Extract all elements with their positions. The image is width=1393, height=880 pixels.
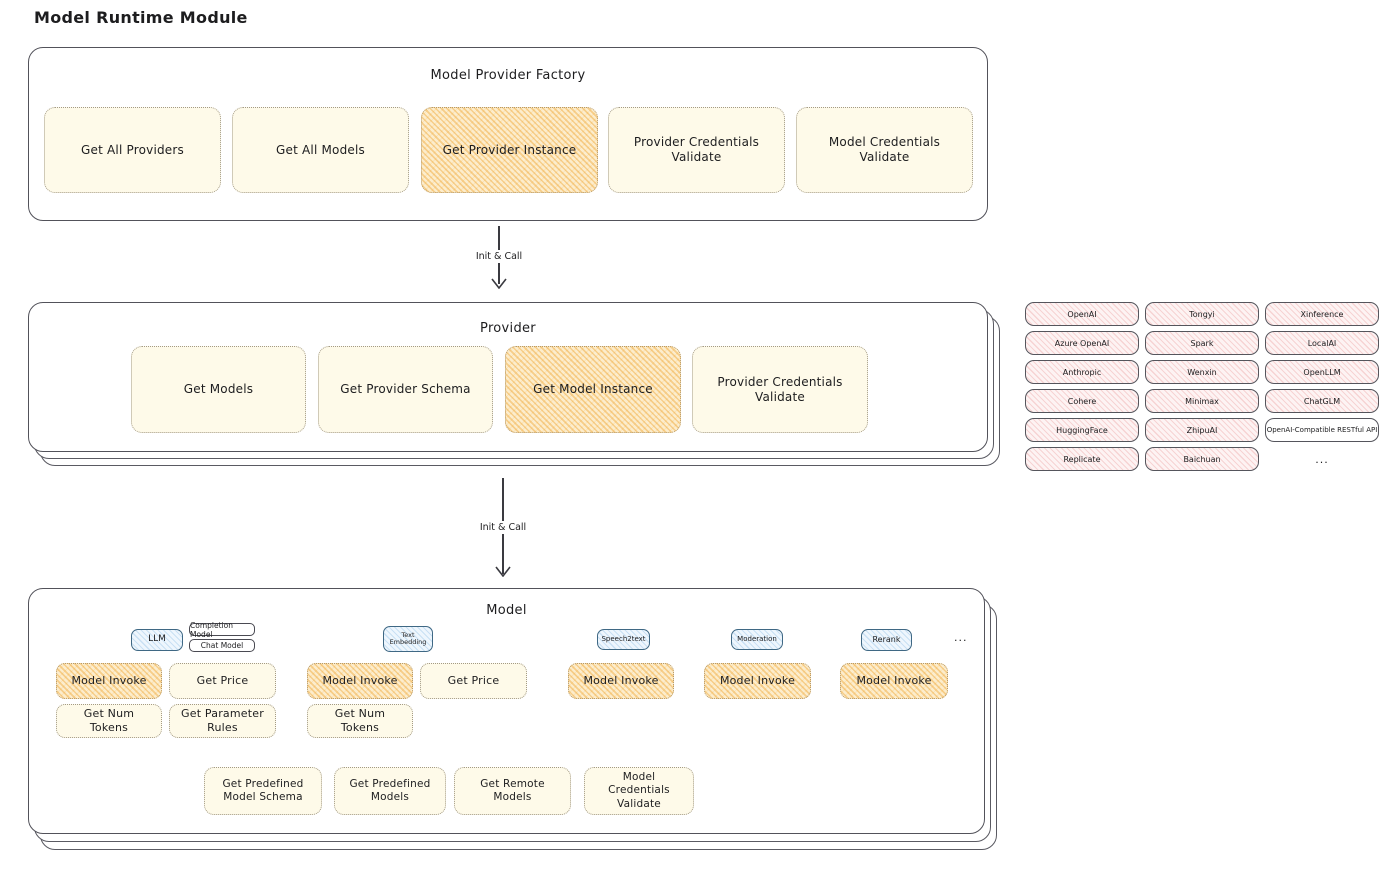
node-get-model-instance: Get Model Instance	[505, 346, 681, 433]
node-provider-credentials-validate-provider: Provider Credentials Validate	[692, 346, 868, 433]
model-section-title: Model	[486, 603, 527, 618]
chip-text-embedding: Text Embedding	[383, 626, 433, 652]
provider-item-openllm: OpenLLM	[1265, 360, 1379, 384]
node-model-credentials-validate-model: Model Credentials Validate	[584, 767, 694, 815]
node-provider-credentials-validate-factory: Provider Credentials Validate	[608, 107, 785, 193]
provider-list-ellipsis: ...	[1315, 452, 1329, 466]
node-get-all-models: Get All Models	[232, 107, 409, 193]
chip-completion-model: Completion Model	[189, 621, 255, 639]
provider-item-huggingface: HuggingFace	[1025, 418, 1139, 442]
node-get-parameter-rules: Get Parameter Rules	[169, 704, 276, 738]
node-model-invoke-speech2text: Model Invoke	[568, 663, 674, 699]
node-model-invoke-moderation: Model Invoke	[704, 663, 811, 699]
provider-item-openai-compatible-api: OpenAI-Compatible RESTful API	[1265, 418, 1379, 442]
node-get-provider-instance: Get Provider Instance	[421, 107, 598, 193]
node-get-models: Get Models	[131, 346, 306, 433]
provider-item-spark: Spark	[1145, 331, 1259, 355]
provider-grid: OpenAI Tongyi Xinference Azure OpenAI Sp…	[1025, 302, 1379, 471]
provider-item-cohere: Cohere	[1025, 389, 1139, 413]
node-model-credentials-validate-factory: Model Credentials Validate	[796, 107, 973, 193]
node-model-invoke-llm: Model Invoke	[56, 663, 162, 699]
node-get-num-tokens-llm: Get Num Tokens	[56, 704, 162, 738]
provider-item-tongyi: Tongyi	[1145, 302, 1259, 326]
provider-item-localai: LocalAI	[1265, 331, 1379, 355]
provider-item-replicate: Replicate	[1025, 447, 1139, 471]
provider-item-anthropic: Anthropic	[1025, 360, 1139, 384]
node-get-price-text-embedding: Get Price	[420, 663, 527, 699]
factory-section: Model Provider Factory Get All Providers…	[28, 47, 988, 221]
arrowhead-down-icon	[495, 566, 511, 577]
node-get-predefined-models: Get Predefined Models	[334, 767, 446, 815]
model-section: Model LLM Completion Model Chat Model Te…	[28, 588, 985, 834]
provider-item-openai: OpenAI	[1025, 302, 1139, 326]
provider-item-xinference: Xinference	[1265, 302, 1379, 326]
chip-speech2text: Speech2text	[597, 629, 650, 650]
provider-item-zhipuai: ZhipuAI	[1145, 418, 1259, 442]
provider-item-wenxin: Wenxin	[1145, 360, 1259, 384]
arrowhead-down-icon	[491, 278, 507, 289]
provider-section-title: Provider	[480, 321, 536, 336]
chip-llm: LLM	[131, 629, 183, 651]
node-model-invoke-text-embedding: Model Invoke	[307, 663, 413, 699]
provider-item-chatglm: ChatGLM	[1265, 389, 1379, 413]
provider-item-baichuan: Baichuan	[1145, 447, 1259, 471]
chip-moderation: Moderation	[731, 629, 783, 650]
node-get-predefined-model-schema: Get Predefined Model Schema	[204, 767, 322, 815]
chip-chat-model: Chat Model	[189, 639, 255, 652]
page-title: Model Runtime Module	[34, 8, 248, 27]
arrow-label-init-call-2: Init & Call	[471, 521, 535, 534]
node-model-invoke-rerank: Model Invoke	[840, 663, 948, 699]
node-get-remote-models: Get Remote Models	[454, 767, 571, 815]
provider-section: Provider Get Models Get Provider Schema …	[28, 302, 988, 452]
provider-item-azure-openai: Azure OpenAI	[1025, 331, 1139, 355]
node-get-provider-schema: Get Provider Schema	[318, 346, 493, 433]
provider-item-minimax: Minimax	[1145, 389, 1259, 413]
node-get-all-providers: Get All Providers	[44, 107, 221, 193]
chip-rerank: Rerank	[861, 629, 912, 651]
factory-section-title: Model Provider Factory	[430, 68, 586, 83]
model-types-ellipsis: ...	[954, 631, 968, 644]
arrow-label-init-call-1: Init & Call	[467, 250, 531, 263]
node-get-num-tokens-text-embedding: Get Num Tokens	[307, 704, 413, 738]
node-get-price-llm: Get Price	[169, 663, 276, 699]
